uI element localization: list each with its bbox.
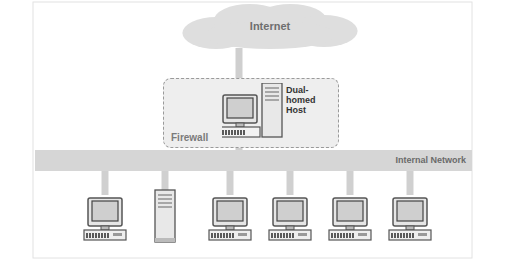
region-label: Firewall [171, 132, 208, 143]
network-band: Internal Network [35, 150, 472, 171]
network-label: Internal Network [395, 150, 466, 171]
firewall-region: Firewall Dual-homed Host [163, 78, 339, 148]
host-computer [222, 83, 284, 143]
host-label: Dual-homed Host [286, 85, 318, 115]
cloud-label: Internet [180, 20, 360, 32]
dual-homed-host: Dual-homed Host [222, 83, 321, 143]
internet-cloud: Internet [180, 3, 360, 49]
